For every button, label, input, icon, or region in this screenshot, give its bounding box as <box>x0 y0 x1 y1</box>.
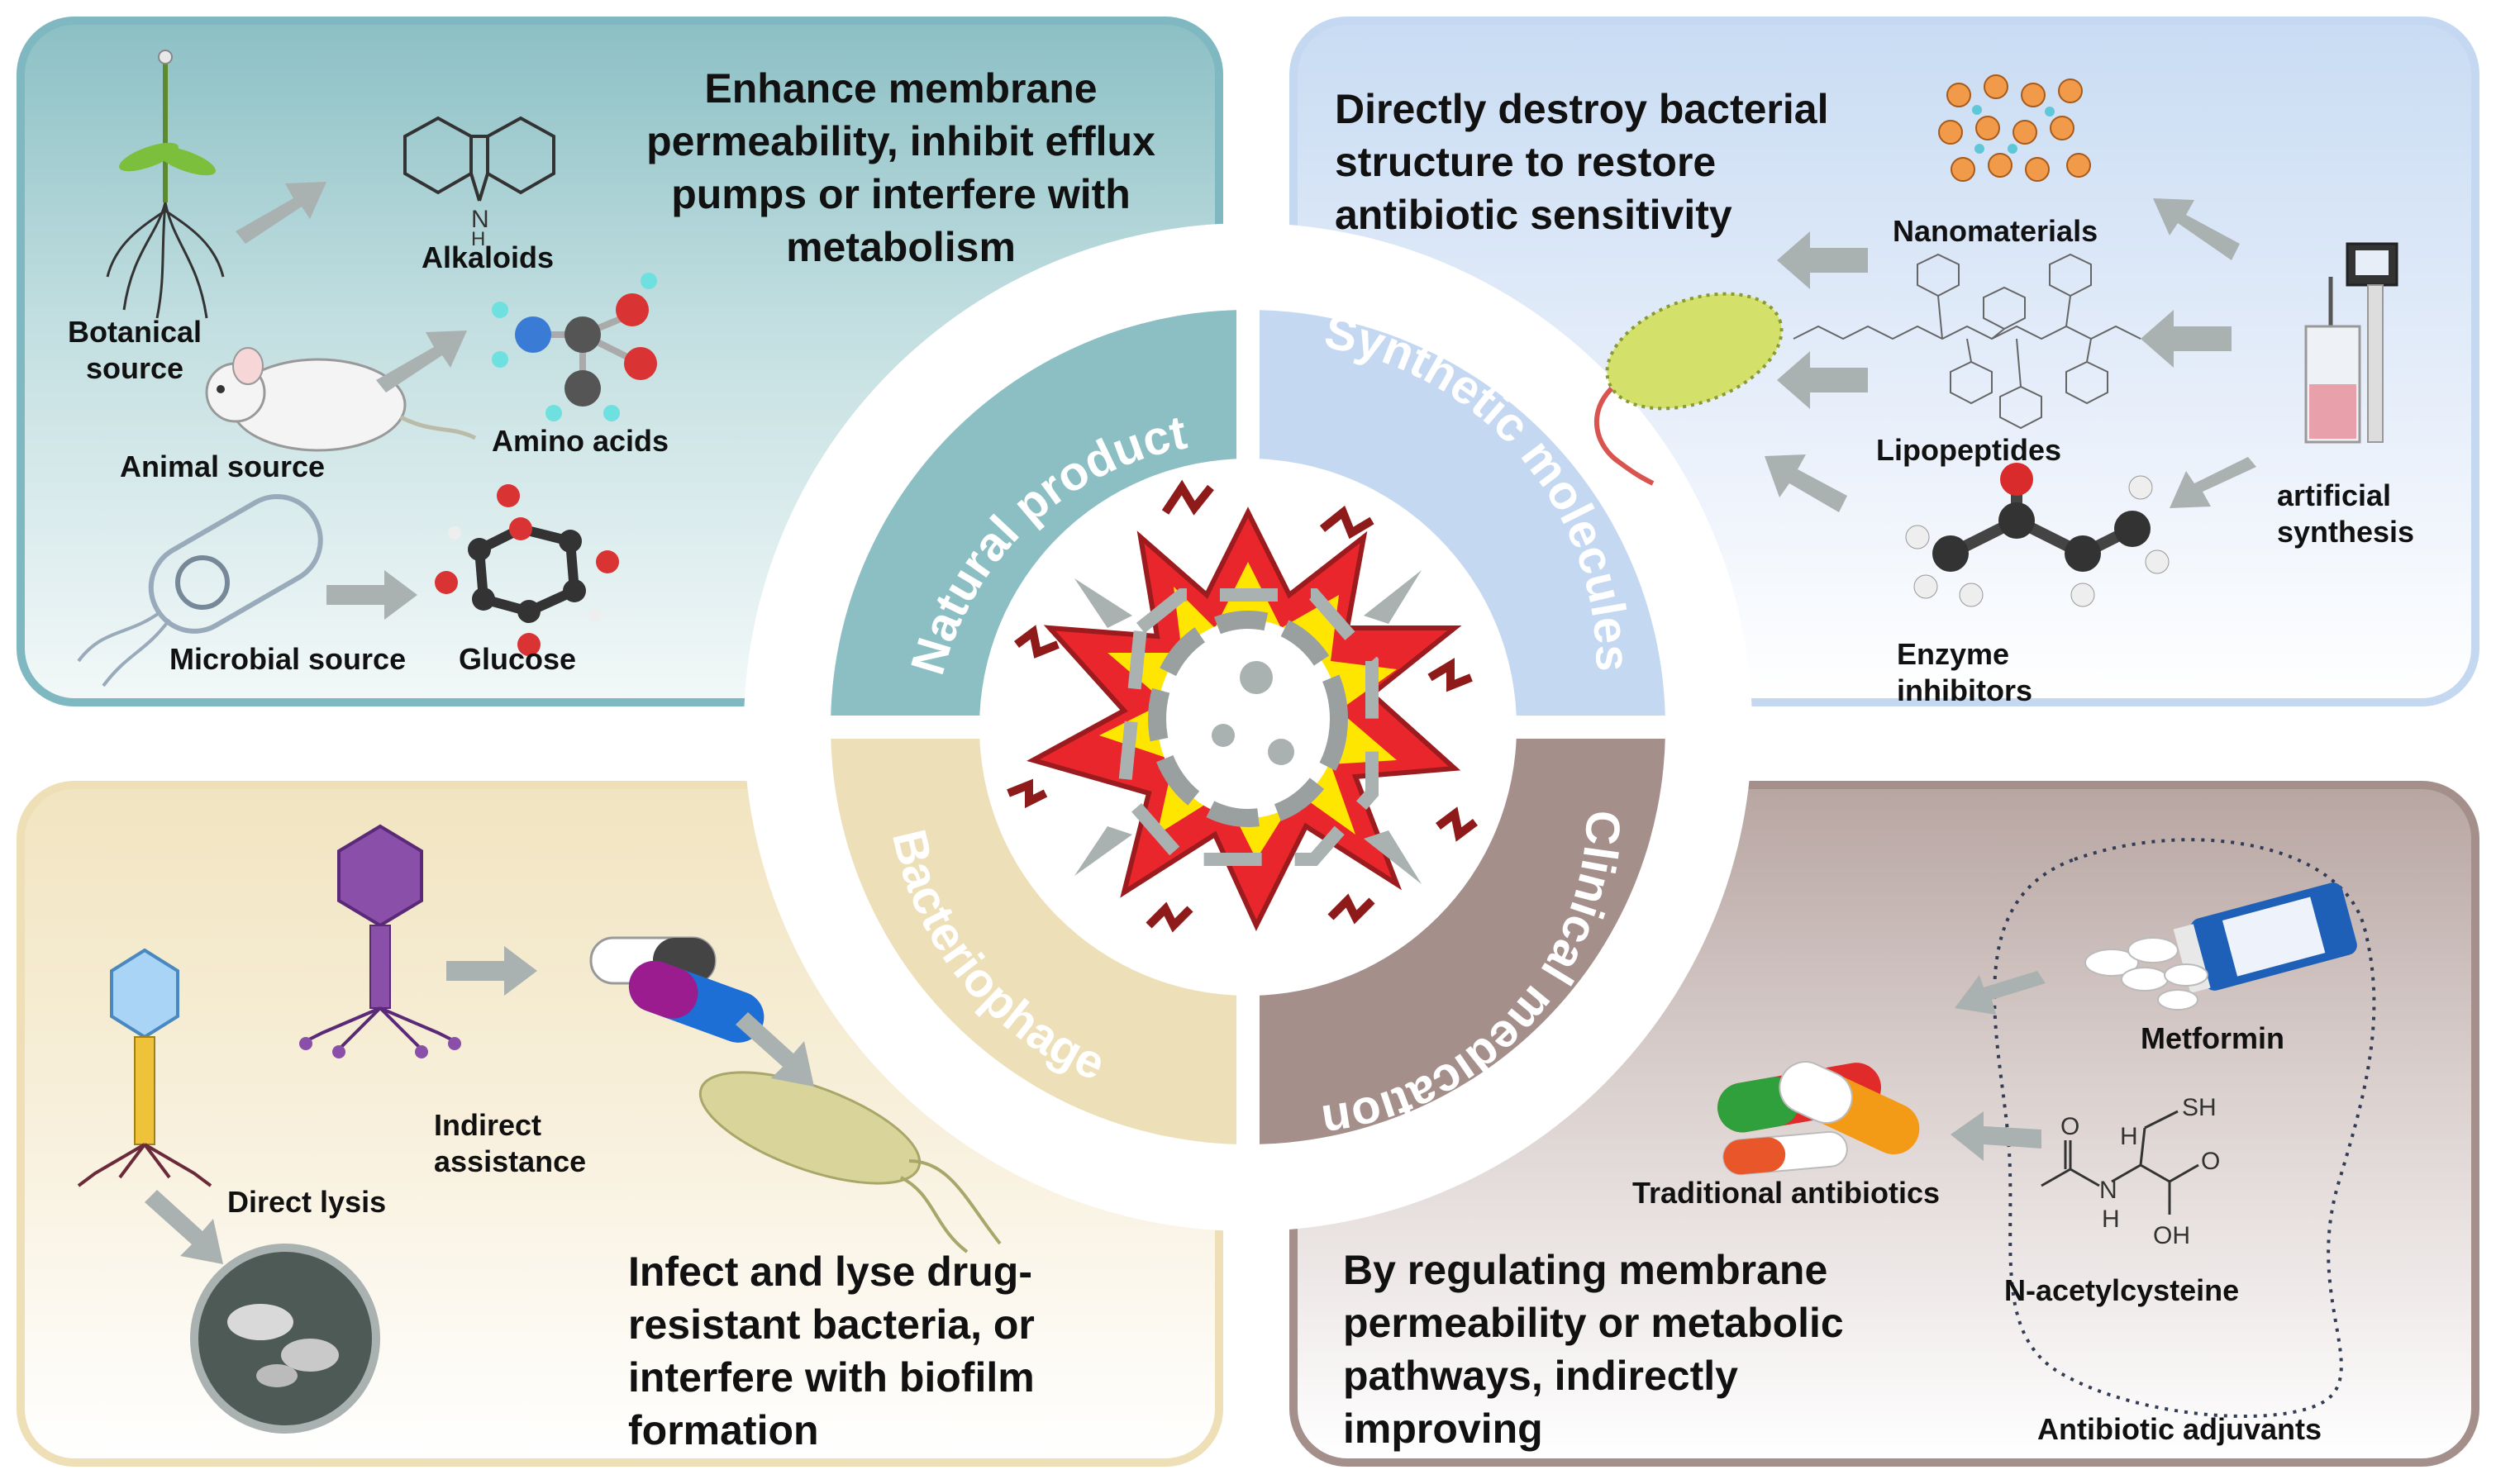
nanomaterials-label: Nanomaterials <box>1893 214 2098 248</box>
alkaloid-structure-icon: N H <box>403 116 555 250</box>
indirect-assistance-label: Indirect assistance <box>434 1108 587 1178</box>
bursting-bacterium-icon <box>1007 479 1478 933</box>
arrow-icon <box>736 1012 814 1087</box>
lipopeptide-structure-icon <box>1793 253 2141 430</box>
nanomaterial-icon <box>1938 74 2091 182</box>
arrow-icon <box>1777 351 1868 409</box>
arrow-icon <box>2153 198 2240 260</box>
svg-text:H: H <box>2102 1206 2120 1233</box>
phage-heading: Infect and lyse drug- resistant bacteria… <box>628 1249 1035 1453</box>
adjuvants-label: Antibiotic adjuvants <box>2037 1412 2322 1446</box>
amino-acids-label: Amino acids <box>492 424 669 458</box>
svg-text:N: N <box>471 206 489 233</box>
arrow-icon <box>2141 310 2232 368</box>
mouse-icon <box>205 347 477 452</box>
arrow-icon <box>2170 457 2256 508</box>
lysed-cell-icon <box>190 1244 380 1434</box>
microbial-source-label: Microbial source <box>169 642 407 676</box>
adjuvants-outline <box>1993 838 2376 1418</box>
arrow-icon <box>1951 1111 2041 1161</box>
enzyme-inhibitor-model-icon <box>1905 463 2170 607</box>
metformin-label: Metformin <box>2141 1021 2284 1055</box>
svg-text:N: N <box>2099 1177 2117 1204</box>
amino-acid-model-icon <box>492 273 657 421</box>
animal-source-label: Animal source <box>120 449 326 483</box>
synthesis-apparatus-icon <box>2304 242 2398 444</box>
arrow-icon <box>326 570 417 620</box>
phage-icon <box>77 948 212 1187</box>
phage-icon <box>299 824 461 1058</box>
glucose-model-icon <box>435 484 619 656</box>
arrow-icon <box>1777 231 1868 289</box>
nac-label: N-acetylcysteine <box>2004 1273 2240 1307</box>
botanical-source-label: Botanical source <box>68 315 202 385</box>
svg-text:H: H <box>471 228 485 250</box>
arrow-icon <box>1765 454 1847 512</box>
natural-heading: Enhance membrane permeability, inhibit e… <box>646 65 1155 270</box>
direct-lysis-label: Direct lysis <box>227 1185 387 1219</box>
svg-text:O: O <box>2060 1113 2079 1140</box>
capsule-icon <box>589 936 765 1043</box>
bacterium-icon <box>1594 292 1784 486</box>
artificial-synthesis-label: artificial synthesis <box>2277 478 2415 549</box>
rod-bacterium-icon <box>698 1071 1002 1253</box>
svg-text:OH: OH <box>2153 1222 2190 1249</box>
svg-text:O: O <box>2201 1148 2220 1175</box>
arrow-icon <box>236 182 326 244</box>
antibiotic-capsules-icon <box>1717 1061 1920 1176</box>
arrow-icon <box>1955 971 2046 1015</box>
clinical-heading: By regulating membrane permeability or m… <box>1343 1247 1844 1452</box>
arrow-icon <box>376 331 467 392</box>
lipopeptides-label: Lipopeptides <box>1876 433 2061 467</box>
arrow-icon <box>446 946 537 996</box>
plant-icon <box>106 50 225 319</box>
svg-text:SH: SH <box>2182 1094 2217 1121</box>
alkaloids-label: Alkaloids <box>422 240 555 274</box>
microbe-icon <box>77 494 323 687</box>
nac-structure-icon: O N H H SH O OH <box>2041 1094 2220 1249</box>
synthetic-heading: Directly destroy bacterial structure to … <box>1335 86 1829 238</box>
arrow-icon <box>145 1190 223 1264</box>
enzyme-inhibitors-label: Enzyme inhibitors <box>1897 637 2032 707</box>
svg-text:H: H <box>2120 1123 2138 1150</box>
pill-bottle-icon <box>2084 882 2357 1011</box>
traditional-antibiotics-label: Traditional antibiotics <box>1632 1176 1941 1210</box>
glucose-label: Glucose <box>459 642 577 676</box>
